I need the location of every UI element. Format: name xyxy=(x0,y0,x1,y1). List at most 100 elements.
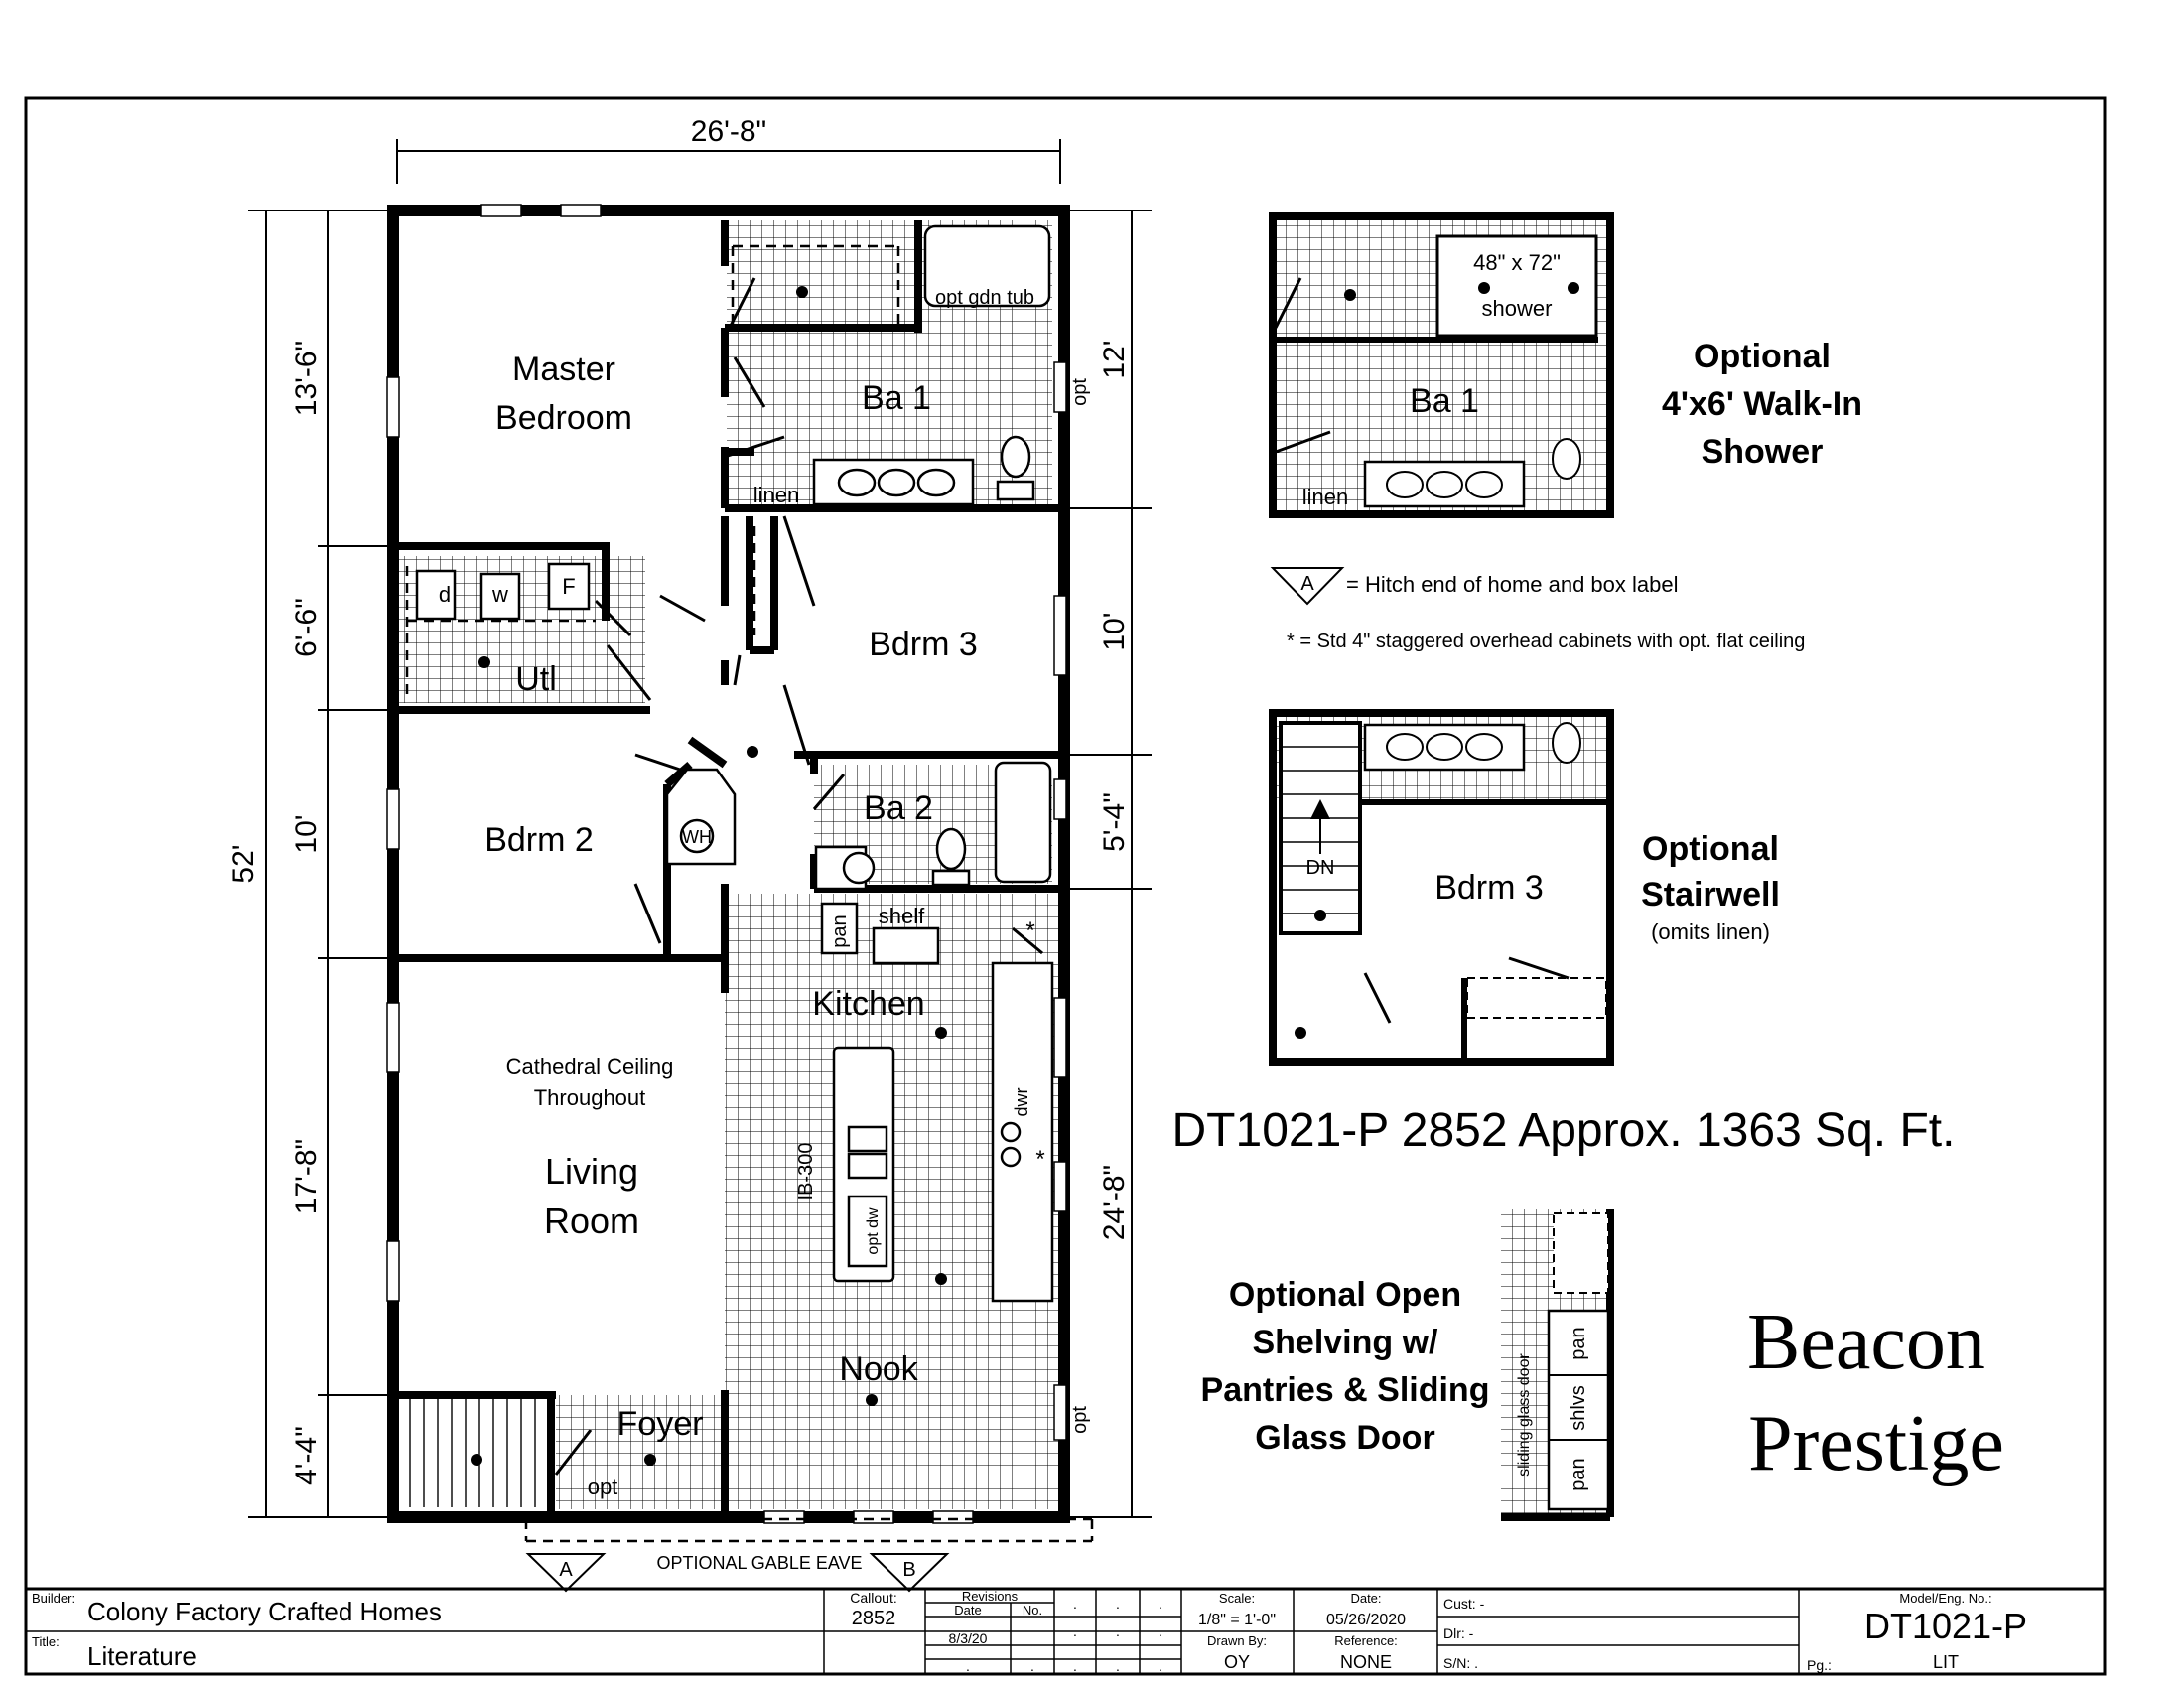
shelving-title-2: Shelving w/ xyxy=(1252,1324,1438,1361)
master-label-2: Bedroom xyxy=(495,399,632,437)
rev-dot-4: . xyxy=(1073,1623,1077,1639)
optional-stairwell-plan: DN Bdrm 3 Optional Stairwell (omits line… xyxy=(1269,709,1780,1066)
shower-size-label: 48" x 72" xyxy=(1473,250,1561,275)
date-value: 05/26/2020 xyxy=(1326,1612,1406,1628)
callout-value: 2852 xyxy=(852,1608,896,1629)
opt-label-foyer: opt xyxy=(588,1475,618,1499)
dlr-field: Dlr: - xyxy=(1443,1625,1474,1641)
ba2-label: Ba 2 xyxy=(864,789,933,827)
hitch-marker-b xyxy=(869,1553,950,1593)
sink-icon xyxy=(837,468,877,497)
rev-dot-11: . xyxy=(1159,1658,1162,1674)
shelf-label: shelf xyxy=(879,904,925,928)
brand-line-2: Prestige xyxy=(1748,1400,2004,1487)
windows xyxy=(386,204,1067,1524)
shelving-pan-1: pan xyxy=(1568,1327,1589,1359)
right-dim-1: 12' xyxy=(1098,340,1131,378)
pantry-label: pan xyxy=(829,914,851,947)
dn-label: DN xyxy=(1306,857,1335,879)
opt-label-ba1: opt xyxy=(1069,378,1091,406)
rev-dot-6: . xyxy=(1159,1623,1162,1639)
ba2-tub xyxy=(994,761,1052,884)
rev-no-col: No. xyxy=(1023,1603,1042,1618)
legend-hitch-icon xyxy=(1270,567,1345,606)
right-dim-2: 10' xyxy=(1098,612,1131,650)
rev-dot-9: . xyxy=(1073,1658,1077,1674)
furnace-label: F xyxy=(562,574,575,599)
revisions-label: Revisions xyxy=(962,1589,1019,1604)
model-no-value: DT1021-P xyxy=(1864,1606,2027,1646)
water-heater-icon xyxy=(679,818,715,854)
opt-dw-label: opt dw xyxy=(865,1207,882,1255)
hitch-marker-a xyxy=(525,1553,607,1593)
furnace-icon xyxy=(547,562,591,611)
optional-shower-plan: 48" x 72" shower Ba 1 linen Optional 4'x… xyxy=(1269,212,1862,518)
washer-label: w xyxy=(491,582,508,607)
drawn-label: Drawn By: xyxy=(1207,1633,1267,1648)
kitchen-label: Kitchen xyxy=(812,985,924,1023)
shower-title-1: Optional xyxy=(1694,338,1831,375)
toilet-tank xyxy=(996,480,1035,501)
rev-dot-3: . xyxy=(1159,1596,1162,1612)
living-label-2: Room xyxy=(544,1200,639,1241)
linen-label: linen xyxy=(753,483,799,507)
toilet-tank xyxy=(931,869,971,887)
rev-date-value: 8/3/20 xyxy=(949,1630,988,1646)
shelving-title-1: Optional Open xyxy=(1229,1276,1461,1314)
pantry xyxy=(820,902,859,955)
reference-value: NONE xyxy=(1340,1652,1392,1672)
bdrm2-label: Bdrm 2 xyxy=(484,821,594,859)
dryer-label: d xyxy=(439,582,451,607)
right-dim-3: 5'-4" xyxy=(1098,792,1131,852)
shower-title-2: 4'x6' Walk-In xyxy=(1662,385,1862,423)
interior-walls xyxy=(397,220,1060,1514)
model-no-label: Model/Eng. No.: xyxy=(1899,1591,1991,1606)
legend: A = Hitch end of home and box label * = … xyxy=(1270,567,1805,652)
opt-label-nook: opt xyxy=(1069,1406,1091,1434)
overall-length-dim: 52' xyxy=(227,844,260,883)
ceiling-label-1: Cathedral Ceiling xyxy=(506,1055,674,1079)
ceiling-label-2: Throughout xyxy=(534,1085,646,1110)
dryer-icon xyxy=(415,569,457,621)
shower-ba1-label: Ba 1 xyxy=(1410,382,1479,420)
ib300-label: IB-300 xyxy=(795,1143,817,1201)
shelving-shlvs: shlvs xyxy=(1568,1385,1589,1431)
left-dim-1: 13'-6" xyxy=(290,341,323,416)
shower-linen-label: linen xyxy=(1302,485,1348,509)
dimension-lines xyxy=(248,139,1152,1518)
stair-title-2: Stairwell xyxy=(1641,876,1780,914)
builder-value: Colony Factory Crafted Homes xyxy=(87,1597,442,1626)
living-label-1: Living xyxy=(545,1151,638,1192)
gdn-tub-label: opt gdn tub xyxy=(935,287,1034,309)
burner-icon xyxy=(1000,1121,1022,1143)
shelving-title-3: Pantries & Sliding xyxy=(1201,1371,1490,1409)
rev-dot-1: . xyxy=(1073,1596,1077,1612)
pg-label: Pg.: xyxy=(1807,1657,1832,1673)
model-line: DT1021-P 2852 Approx. 1363 Sq. Ft. xyxy=(1172,1104,1956,1157)
washer-icon xyxy=(479,572,521,621)
left-dim-3: 10' xyxy=(290,814,323,853)
left-dim-5: 4'-4" xyxy=(290,1426,323,1485)
rev-dot-10: . xyxy=(1116,1658,1120,1674)
garden-tub xyxy=(923,224,1051,308)
hitch-b-label: B xyxy=(902,1559,915,1581)
hitch-a-label: A xyxy=(559,1559,573,1581)
burner-icon xyxy=(1000,1146,1022,1168)
date-label: Date: xyxy=(1350,1591,1381,1606)
shower-word-label: shower xyxy=(1482,296,1553,321)
dwr-label: dwr xyxy=(1012,1087,1031,1116)
gable-eave-label: OPTIONAL GABLE EAVE xyxy=(656,1553,862,1573)
sliding-door-label: sliding glass door xyxy=(1516,1353,1533,1477)
master-label-1: Master xyxy=(512,351,615,388)
drawn-value: OY xyxy=(1224,1652,1250,1672)
brand-line-1: Beacon xyxy=(1747,1299,1985,1386)
title-block: Builder: Colony Factory Crafted Homes Ti… xyxy=(24,1587,2107,1676)
callout-label: Callout: xyxy=(850,1590,896,1606)
left-dim-2: 6'-6" xyxy=(290,598,323,657)
porch-deck xyxy=(405,1398,544,1507)
left-dim-4: 17'-8" xyxy=(290,1139,323,1214)
sn-field: S/N: . xyxy=(1443,1655,1478,1671)
cabinet-star-1: * xyxy=(1025,917,1034,944)
shelf xyxy=(872,926,940,965)
foyer-tile xyxy=(556,1395,730,1509)
